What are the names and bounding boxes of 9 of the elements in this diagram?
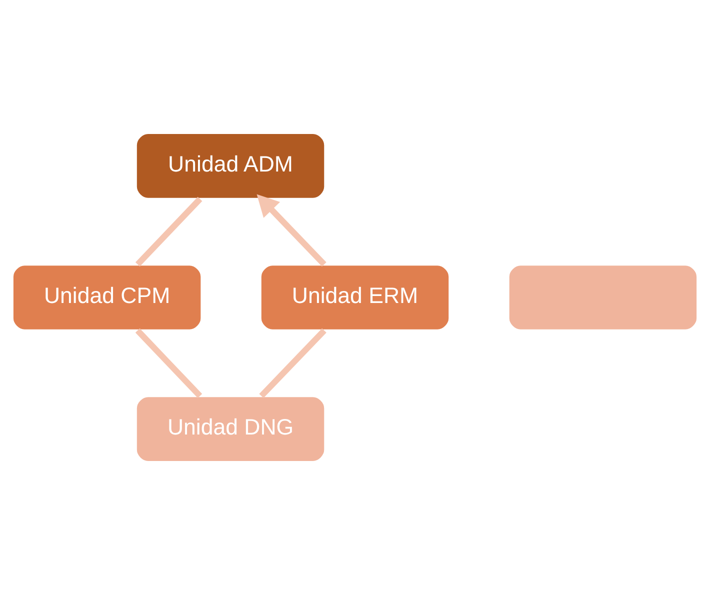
node-box: Unidad CPM: [11, 263, 203, 331]
node-box: [507, 263, 699, 331]
connector: [259, 328, 326, 398]
arrow: [256, 194, 326, 266]
connector: [135, 328, 202, 398]
connector: [135, 196, 202, 266]
node-box: Unidad ADM: [134, 132, 326, 200]
node-box: Unidad ERM: [259, 263, 451, 331]
node-box: Unidad DNG: [134, 394, 326, 462]
